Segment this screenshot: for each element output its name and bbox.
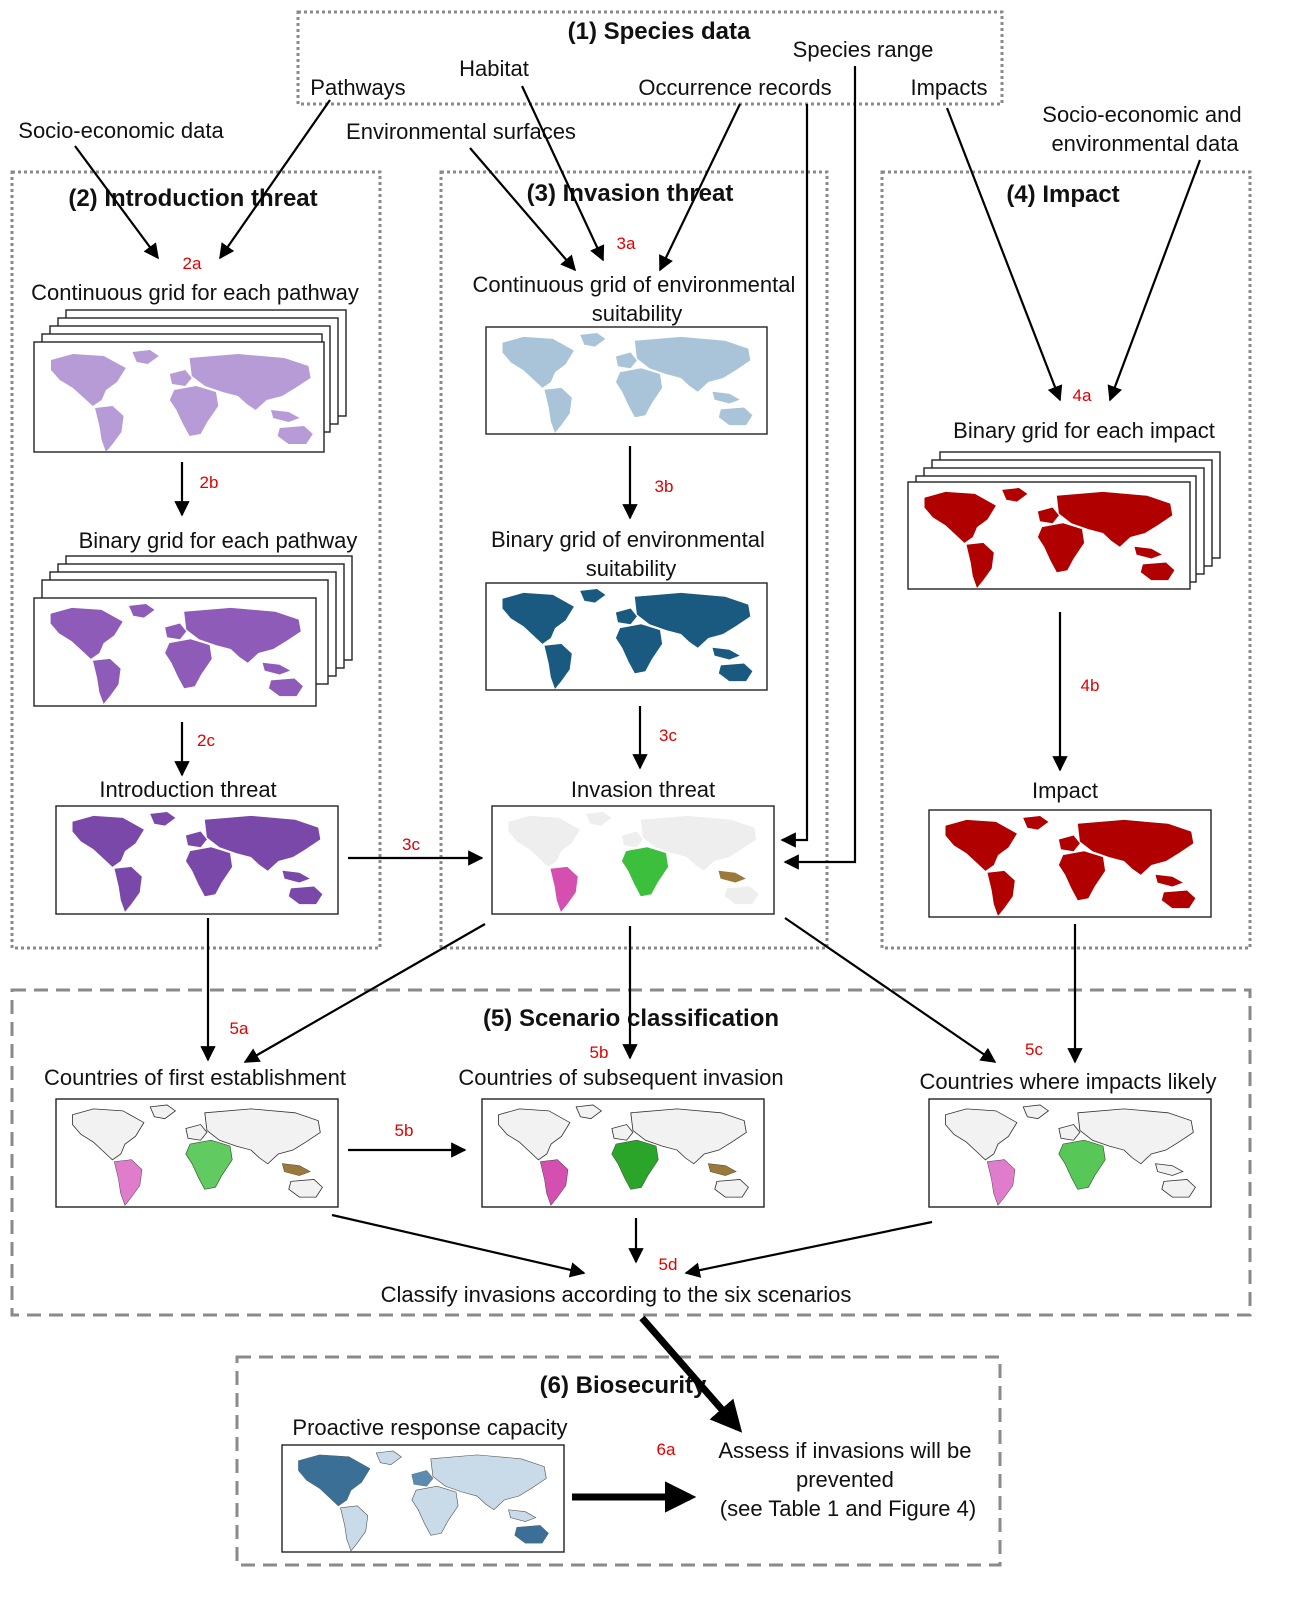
step-4b: 4b (1081, 676, 1100, 695)
arrow-5a-from-invasion (243, 923, 486, 1063)
subsequent-invasion-map (497, 1104, 749, 1206)
proactive-response-capacity-label: Proactive response capacity (292, 1415, 567, 1440)
step-3c-down: 3c (659, 726, 677, 745)
binary-grid-suitability-label: Binary grid of environmental suitability (491, 527, 771, 581)
step-3a: 3a (617, 234, 636, 253)
invasion-threat-map (508, 811, 759, 912)
introduction-threat-title: (2) Introduction threat (68, 185, 317, 212)
binary-grid-impact-label: Binary grid for each impact (953, 418, 1215, 443)
arrow-5c-from-invasion (784, 917, 997, 1063)
impacts-likely-map (944, 1104, 1196, 1206)
arrow-env-to-3a (469, 147, 577, 272)
pathways-label: Pathways (310, 75, 405, 100)
socio-economic-env-line-2: environmental data (1051, 131, 1239, 156)
arrow-socio-to-2a (74, 145, 159, 260)
species-range-label: Species range (793, 37, 934, 62)
species-data-box (296, 10, 1004, 106)
assess-prevented-label: Assess if invasions will be prevented (s… (718, 1438, 977, 1521)
step-6a: 6a (657, 1440, 676, 1459)
first-establishment-map (71, 1104, 323, 1206)
continuous-grid-suitability-label: Continuous grid of environmental suitabi… (473, 272, 802, 326)
continuous-grid-suitability-line-2: suitability (592, 301, 682, 326)
arrow-impacts-to-4a (945, 107, 1063, 402)
arrow-occurrence-to-invasion-threat (780, 104, 809, 848)
socio-economic-env-data-label: Socio-economic and environmental data (1042, 102, 1247, 156)
step-5b-down: 5b (590, 1043, 609, 1062)
subsequent-invasion-label: Countries of subsequent invasion (458, 1065, 783, 1090)
habitat-label: Habitat (459, 56, 529, 81)
arrow-socioenv-to-4a (1107, 159, 1202, 402)
arrow-classify-to-assess (639, 1315, 743, 1433)
step-2a: 2a (183, 254, 202, 273)
invasion-threat-box (439, 170, 829, 950)
biosecurity-title: (6) Biosecurity (540, 1372, 707, 1399)
assess-line-2: prevented (796, 1467, 894, 1492)
binary-grid-suitability-line-2: suitability (586, 556, 676, 581)
step-5b-side: 5b (395, 1121, 414, 1140)
continuous-grid-pathway-stack (33, 309, 347, 453)
environmental-surfaces-label: Environmental surfaces (346, 119, 576, 144)
continuous-grid-pathway-label: Continuous grid for each pathway (31, 280, 359, 305)
step-5d: 5d (659, 1255, 678, 1274)
impact-map-label: Impact (1032, 778, 1098, 803)
introduction-threat-box (10, 170, 382, 950)
arrow-5d-from-first (331, 1213, 586, 1278)
impact-title: (4) Impact (1006, 181, 1119, 208)
assess-line-1: Assess if invasions will be (718, 1438, 971, 1463)
arrows (74, 66, 1202, 1513)
introduction-threat-map-label: Introduction threat (99, 777, 276, 802)
binary-grid-impact-stack (907, 451, 1221, 590)
arrow-5d-from-impacts (684, 1220, 933, 1278)
binary-grid-pathway-label: Binary grid for each pathway (79, 528, 358, 553)
classify-invasions-label: Classify invasions according to the six … (381, 1282, 852, 1307)
biosecurity-map (297, 1450, 549, 1552)
first-establishment-label: Countries of first establishment (44, 1065, 346, 1090)
step-3c-side: 3c (402, 835, 420, 854)
step-2b: 2b (200, 473, 219, 492)
species-data-title: (1) Species data (568, 18, 751, 45)
invasion-threat-title: (3) Invasion threat (527, 180, 734, 207)
step-2c: 2c (197, 731, 215, 750)
step-3b: 3b (655, 477, 674, 496)
invasion-threat-map-label: Invasion threat (571, 777, 715, 802)
impact-box (880, 170, 1252, 950)
socio-economic-data-label: Socio-economic data (18, 118, 224, 143)
step-5a: 5a (230, 1019, 249, 1038)
continuous-grid-suitability-line-1: Continuous grid of environmental (473, 272, 796, 297)
arrow-pathways-to-2a (219, 99, 331, 260)
binary-grid-suitability-line-1: Binary grid of environmental (491, 527, 765, 552)
impacts-likely-label: Countries where impacts likely (919, 1069, 1216, 1094)
binary-grid-pathway-stack (33, 555, 353, 707)
step-5c: 5c (1025, 1040, 1043, 1059)
biosecurity-box (235, 1355, 1002, 1567)
occurrence-records-label: Occurrence records (638, 75, 831, 100)
assess-line-3: (see Table 1 and Figure 4) (720, 1496, 976, 1521)
impacts-label: Impacts (910, 75, 987, 100)
arrow-habitat-to-3a (521, 85, 605, 262)
arrow-occurrence-to-3a (659, 103, 741, 272)
socio-economic-env-line-1: Socio-economic and (1042, 102, 1241, 127)
arrow-range-to-invasion-threat (783, 66, 857, 870)
step-4a: 4a (1073, 386, 1092, 405)
